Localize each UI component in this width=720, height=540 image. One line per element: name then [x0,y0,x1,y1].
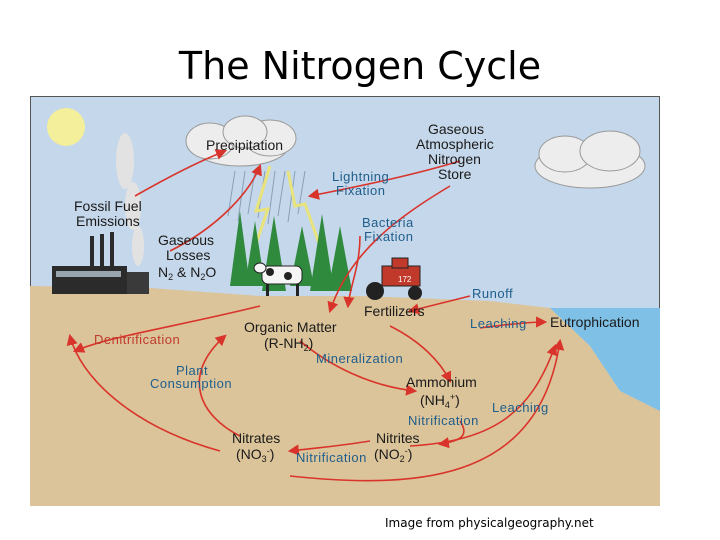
label-gaseous-store: Gaseous [428,121,484,137]
label-plant-consumption: Consumption [150,376,232,391]
label-runoff: Runoff [472,286,513,301]
label-lightning-fixation: Lightning [332,169,389,184]
label-fossil-fuel: Fossil Fuel [74,198,142,214]
slide-title: The Nitrogen Cycle [0,44,720,88]
label-eutrophication: Eutrophication [550,314,640,330]
label-ammonium: Ammonium [406,374,477,390]
label-organic-matter: Organic Matter [244,319,337,335]
label-nitrification: Nitrification [408,413,479,428]
label-fertilizers: Fertilizers [364,303,425,319]
label-gaseous-store: Atmospheric [416,136,494,152]
label-gaseous-store: Nitrogen [428,151,481,167]
atmosphere-cloud-icon [535,131,645,188]
image-credit: Image from physicalgeography.net [385,516,594,530]
label-gaseous-losses-formula: N2 & N2O [158,264,216,282]
tractor-plate: 172 [398,275,412,284]
label-bacteria-fixation: Bacteria [362,215,414,230]
label-gaseous-losses: Losses [166,247,210,263]
sun-icon [47,108,85,146]
label-leaching: Leaching [470,316,527,331]
label-nitrification-lower: Nitrification [296,450,367,465]
label-leaching-lower: Leaching [492,400,549,415]
label-mineralization: Mineralization [316,351,403,366]
label-fossil-fuel: Emissions [76,213,140,229]
label-bacteria-fixation: Fixation [364,229,414,244]
label-gaseous-losses: Gaseous [158,232,214,248]
label-nitrates: Nitrates [232,430,280,446]
label-lightning-fixation: Fixation [336,183,386,198]
label-precipitation: Precipitation [206,137,283,153]
label-nitrites: Nitrites [376,430,420,446]
nitrogen-cycle-diagram: 172 Precipitation Gaseous Atmospheric Ni… [30,96,660,506]
label-denitrification: Denitrification [94,332,180,347]
label-gaseous-store: Store [438,166,472,182]
